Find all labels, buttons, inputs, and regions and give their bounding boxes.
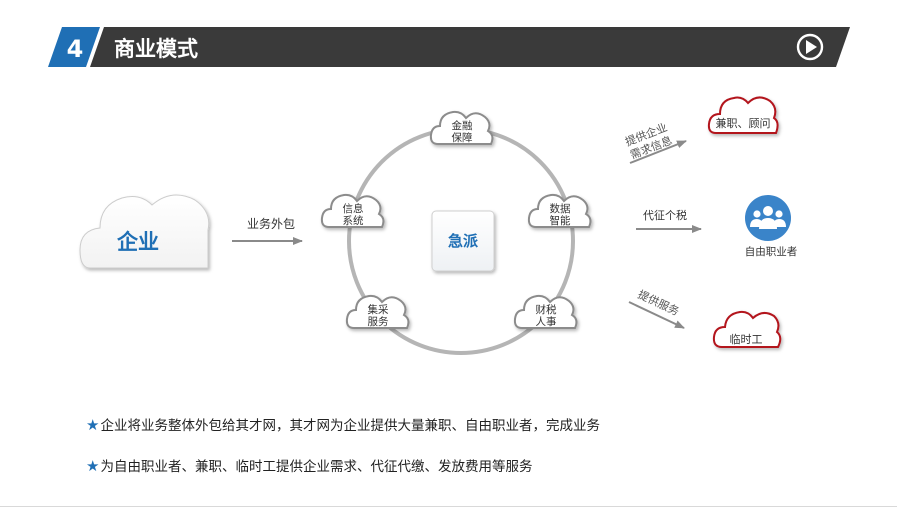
node-label-line2: 智能 xyxy=(550,214,571,227)
arrow-demand-info: 提供企业 需求信息 xyxy=(623,120,687,164)
arrow-provide-service: 提供服务 xyxy=(628,287,685,329)
parttime-label: 兼职、顾问 xyxy=(716,117,771,130)
node-cloud-shape xyxy=(513,294,578,329)
arrow-tax-withholding: 代征个税 xyxy=(636,208,702,233)
page-title: 商业模式 xyxy=(114,37,198,61)
star-icon: ★ xyxy=(86,416,100,434)
people-group-icon xyxy=(745,195,791,241)
star-icon: ★ xyxy=(86,457,100,475)
bullet-item: ★企业将业务整体外包给其才网，其才网为企业提供大量兼职、自由职业者，完成业务 xyxy=(86,414,600,434)
enterprise-cloud xyxy=(79,194,210,269)
freelancer-label: 自由职业者 xyxy=(745,245,798,258)
node-label-line2: 人事 xyxy=(536,315,557,328)
outsource-label: 业务外包 xyxy=(247,216,295,231)
node-label-line2: 服务 xyxy=(368,315,389,328)
node-cloud-shape xyxy=(320,193,385,228)
node-cloud-shape xyxy=(429,110,494,145)
bullet-item: ★为自由职业者、兼职、临时工提供企业需求、代征代缴、发放费用等服务 xyxy=(86,455,532,475)
center-box xyxy=(431,210,495,272)
bullet-text: 企业将业务整体外包给其才网，其才网为企业提供大量兼职、自由职业者，完成业务 xyxy=(100,418,600,434)
bottom-divider xyxy=(0,506,897,507)
play-circle-icon[interactable] xyxy=(796,33,824,61)
node-label-line2: 系统 xyxy=(343,214,364,227)
header: 4 商业模式 xyxy=(48,27,850,67)
header-number: 4 xyxy=(67,35,84,63)
node-label-line1: 财税 xyxy=(536,303,557,316)
parttime-cloud xyxy=(707,96,779,134)
enterprise-label: 企业 xyxy=(116,230,159,254)
node-label-line1: 金融 xyxy=(452,119,473,132)
node-label-line1: 集采 xyxy=(368,303,389,316)
temp-worker-cloud xyxy=(712,310,782,348)
temp-worker-label: 临时工 xyxy=(730,332,763,346)
header-number-badge xyxy=(48,27,100,67)
center-label: 急派 xyxy=(448,232,479,250)
node-cloud-shape xyxy=(345,294,410,329)
node-label-line2: 保障 xyxy=(452,131,473,144)
node-label-line1: 数据 xyxy=(550,202,571,215)
provide-service-label: 提供服务 xyxy=(636,287,682,318)
node-cloud-shape xyxy=(527,193,592,228)
node-label-line1: 信息 xyxy=(343,202,364,215)
tax-withholding-label: 代征个税 xyxy=(643,208,687,222)
bullet-text: 为自由职业者、兼职、临时工提供企业需求、代征代缴、发放费用等服务 xyxy=(100,459,533,475)
header-title-bar xyxy=(90,27,850,67)
